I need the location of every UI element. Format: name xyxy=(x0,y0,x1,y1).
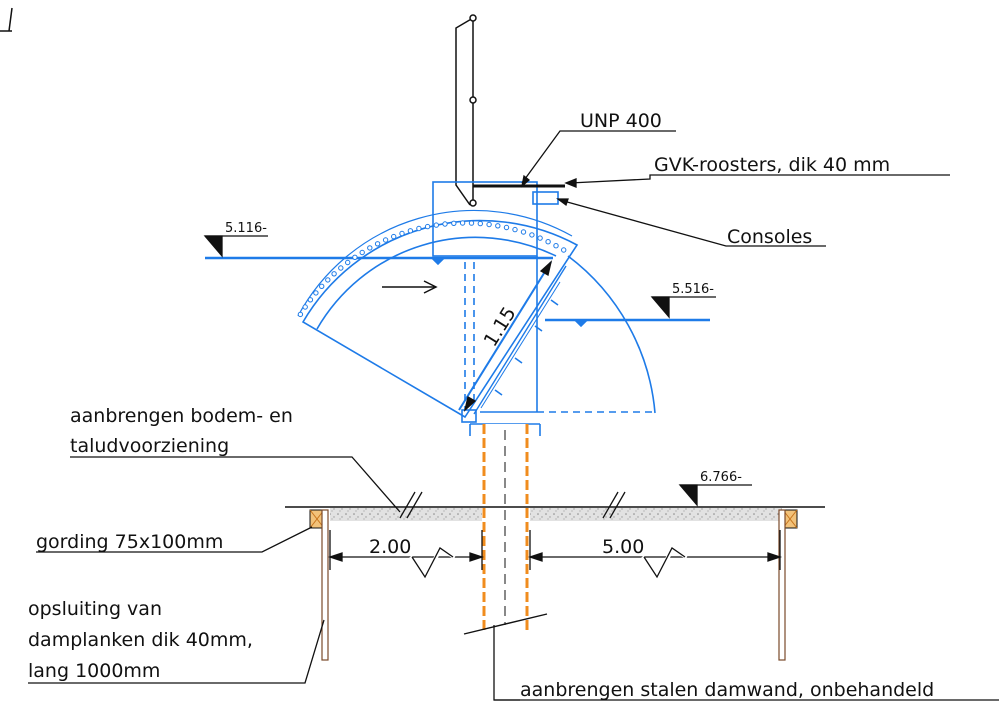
rivet-hole xyxy=(407,228,414,234)
flow-arrow xyxy=(382,280,438,294)
rivet-holes xyxy=(297,220,567,318)
rivet-hole xyxy=(459,220,466,226)
rivet-hole xyxy=(424,223,431,230)
level-left-label: 5.116- xyxy=(225,221,267,236)
bodem-label-line1: aanbrengen bodem- en xyxy=(70,405,293,427)
handrail xyxy=(455,14,477,207)
rivet-hole xyxy=(382,237,389,243)
consoles-label: Consoles xyxy=(727,226,812,248)
rivet-hole xyxy=(297,311,304,318)
rivet-hole xyxy=(331,271,337,277)
rivet-hole xyxy=(468,220,475,226)
rivet-hole xyxy=(520,229,527,235)
level-right-label: 5.516- xyxy=(672,282,714,297)
rivet-hole xyxy=(416,225,422,232)
rivet-hole xyxy=(529,232,535,238)
rivet-hole xyxy=(307,297,314,303)
rivet-hole xyxy=(399,230,405,237)
rivet-hole xyxy=(545,239,551,245)
bodem-label-line2: taludvoorziening xyxy=(70,435,229,457)
rivet-hole xyxy=(319,283,325,289)
rivet-hole xyxy=(477,220,483,227)
rivet-hole xyxy=(561,247,567,253)
rivet-hole xyxy=(451,220,457,227)
tower-box xyxy=(432,181,538,257)
damwand-label: aanbrengen stalen damwand, onbehandeld xyxy=(520,679,934,701)
sector-gate-outline xyxy=(301,219,579,419)
timber-posts xyxy=(309,509,798,661)
gvk-roosters-label: GVK-roosters, dik 40 mm xyxy=(654,154,890,176)
unp400-label: UNP 400 xyxy=(580,110,662,132)
rivet-hole xyxy=(433,222,439,228)
rivet-hole xyxy=(359,249,365,256)
rivet-hole xyxy=(313,290,319,296)
rivet-hole xyxy=(537,235,543,241)
rivet-hole xyxy=(512,226,518,233)
sheet-pile xyxy=(463,424,548,635)
ground-section xyxy=(285,491,825,521)
opsluiting-label-line1: opsluiting van xyxy=(28,598,162,620)
console-block xyxy=(532,191,559,205)
rivet-hole xyxy=(352,254,358,260)
rivet-hole xyxy=(345,259,351,266)
rivet-hole xyxy=(442,221,448,227)
rivet-hole xyxy=(495,223,501,229)
rivet-hole xyxy=(486,221,492,228)
opsluiting-label-line2: damplanken dik 40mm, xyxy=(28,629,253,651)
rivet-hole xyxy=(367,245,373,251)
opsluiting-label-line3: lang 1000mm xyxy=(28,660,160,682)
rivet-hole xyxy=(553,243,559,249)
rivet-hole xyxy=(391,233,397,240)
level-markers xyxy=(203,235,752,507)
right-span-dimension-label: 5.00 xyxy=(602,536,644,558)
radius-dimension-label: 1.15 xyxy=(480,303,521,351)
rivet-hole xyxy=(338,265,344,271)
rivet-hole xyxy=(325,277,331,283)
level-ground-label: 6.766- xyxy=(700,470,742,485)
rivet-hole xyxy=(302,304,308,310)
left-span-dimension-label: 2.00 xyxy=(369,536,411,558)
rivet-hole xyxy=(503,224,510,231)
dimension-lines xyxy=(327,260,783,581)
gording-label: gording 75x100mm xyxy=(36,531,223,553)
rivet-hole xyxy=(374,241,381,247)
leader-lines xyxy=(28,130,999,701)
